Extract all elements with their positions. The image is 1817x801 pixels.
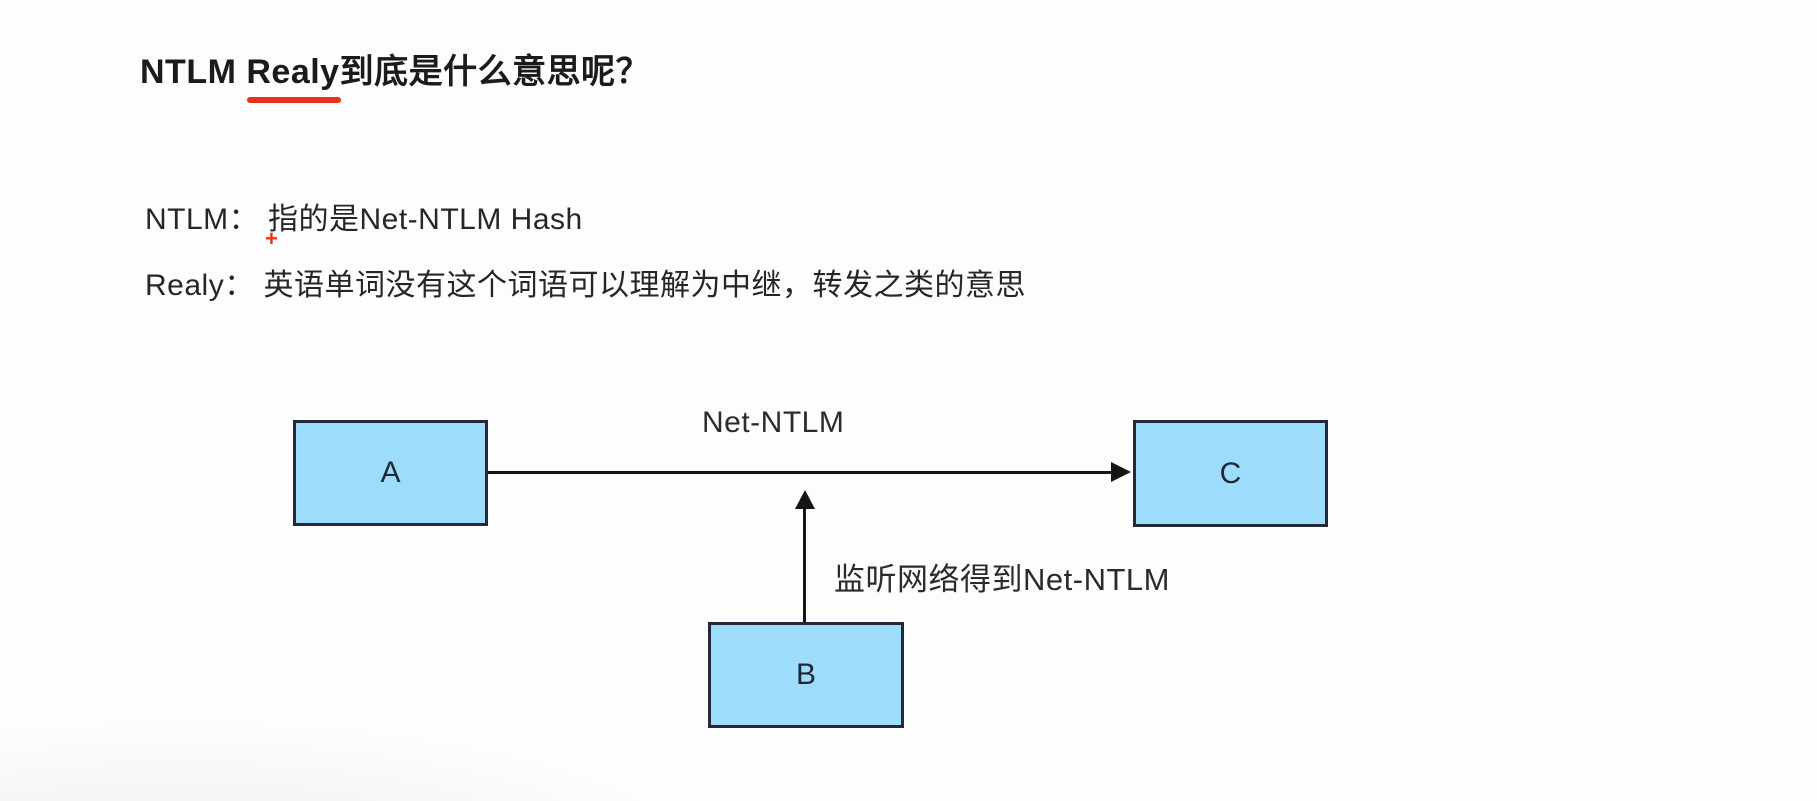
node-a: A xyxy=(293,420,488,526)
title-suffix: 到底是什么意思呢？ xyxy=(339,53,651,91)
arrowhead-up-icon xyxy=(794,490,815,509)
title-prefix: NTLM xyxy=(140,53,247,91)
arrow-b-up-line xyxy=(803,506,806,622)
arrowhead-right-icon xyxy=(1111,462,1131,482)
page-title: NTLM Realy到底是什么意思呢？ xyxy=(140,50,651,104)
note-ntlm-definition: NTLM： 指的是Net-NTLM Hash xyxy=(145,203,583,236)
node-b: B xyxy=(708,622,904,728)
title-highlight-realy: Realy xyxy=(246,50,341,104)
node-a-label: A xyxy=(380,456,401,489)
node-b-label: B xyxy=(795,658,816,691)
edge-label-net-ntlm: Net-NTLM xyxy=(702,406,845,439)
note-realy-definition: Realy： 英语单词没有这个词语可以理解为中继，转发之类的意思 xyxy=(145,269,1027,302)
node-c-label: C xyxy=(1219,456,1242,490)
node-c: C xyxy=(1133,420,1328,527)
plus-cursor-icon: + xyxy=(265,226,278,251)
arrow-a-to-c-line xyxy=(488,471,1114,474)
edge-label-listen-network: 监听网络得到Net-NTLM xyxy=(834,562,1170,597)
